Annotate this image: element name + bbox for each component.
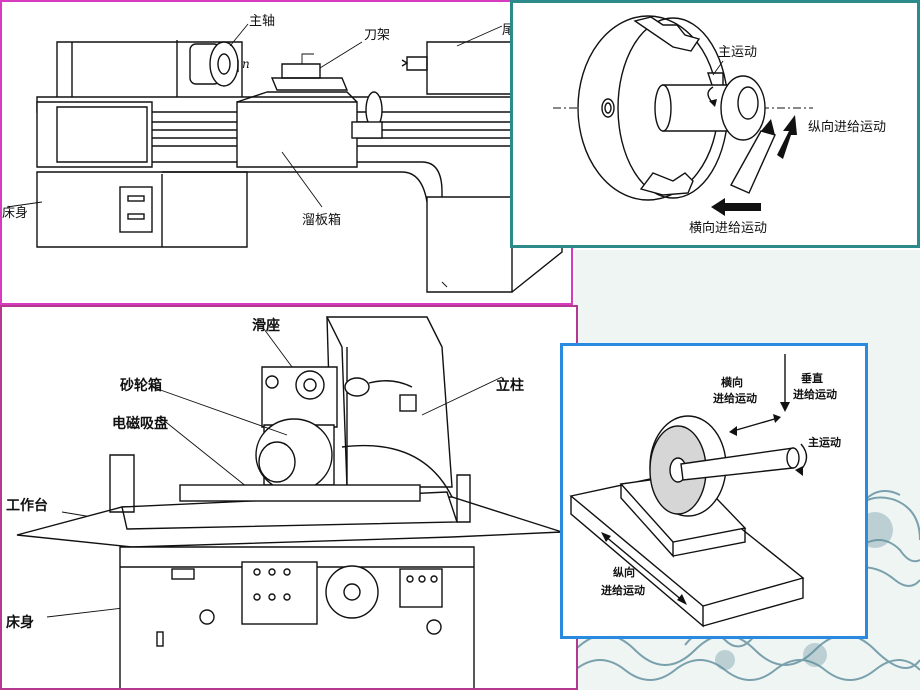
label-vertical-feed-top: 垂直 [801, 372, 823, 385]
turning-motion-panel: 主运动 纵向进给运动 横向进给运动 [510, 0, 920, 248]
label-transverse-feed-top: 横向 [721, 376, 743, 389]
grinder-diagram-panel: 滑座 砂轮箱 立柱 电磁吸盘 工作台 床身 [0, 305, 578, 690]
label-column: 立柱 [496, 378, 524, 394]
lathe-drawing [6, 23, 563, 293]
label-apron: 溜板箱 [302, 213, 342, 228]
label-spindle: 主轴 [249, 14, 276, 29]
lathe-diagram-panel: 主轴 n 刀架 尾 床身 溜板箱 [0, 0, 573, 305]
label-worktable: 工作台 [6, 498, 48, 514]
label-slide: 滑座 [252, 318, 280, 334]
label-longitudinal-feed-bottom: 进给运动 [601, 584, 645, 597]
grinder-drawing [16, 316, 563, 688]
label-wheel-main-motion: 主运动 [808, 436, 841, 449]
label-longitudinal-feed-top: 纵向 [613, 566, 635, 579]
label-wheel-head: 砂轮箱 [120, 378, 162, 394]
label-longitudinal-feed: 纵向进给运动 [808, 120, 887, 135]
label-grinder-bed: 床身 [6, 615, 34, 631]
label-spindle-speed-n: n [242, 57, 250, 71]
label-magnetic-chuck: 电磁吸盘 [112, 416, 168, 432]
label-transverse-feed: 横向进给运动 [689, 221, 768, 236]
label-vertical-feed-bottom: 进给运动 [793, 388, 837, 401]
label-tool-post: 刀架 [364, 28, 391, 43]
chuck-drawing [553, 15, 813, 216]
label-transverse-feed-bottom: 进给运动 [713, 392, 757, 405]
label-lathe-bed: 床身 [2, 206, 29, 221]
grinding-motion-panel: 横向 进给运动 垂直 进给运动 主运动 纵向 进给运动 [560, 343, 868, 639]
wheel-drawing [569, 354, 808, 628]
label-main-motion: 主运动 [718, 45, 758, 60]
